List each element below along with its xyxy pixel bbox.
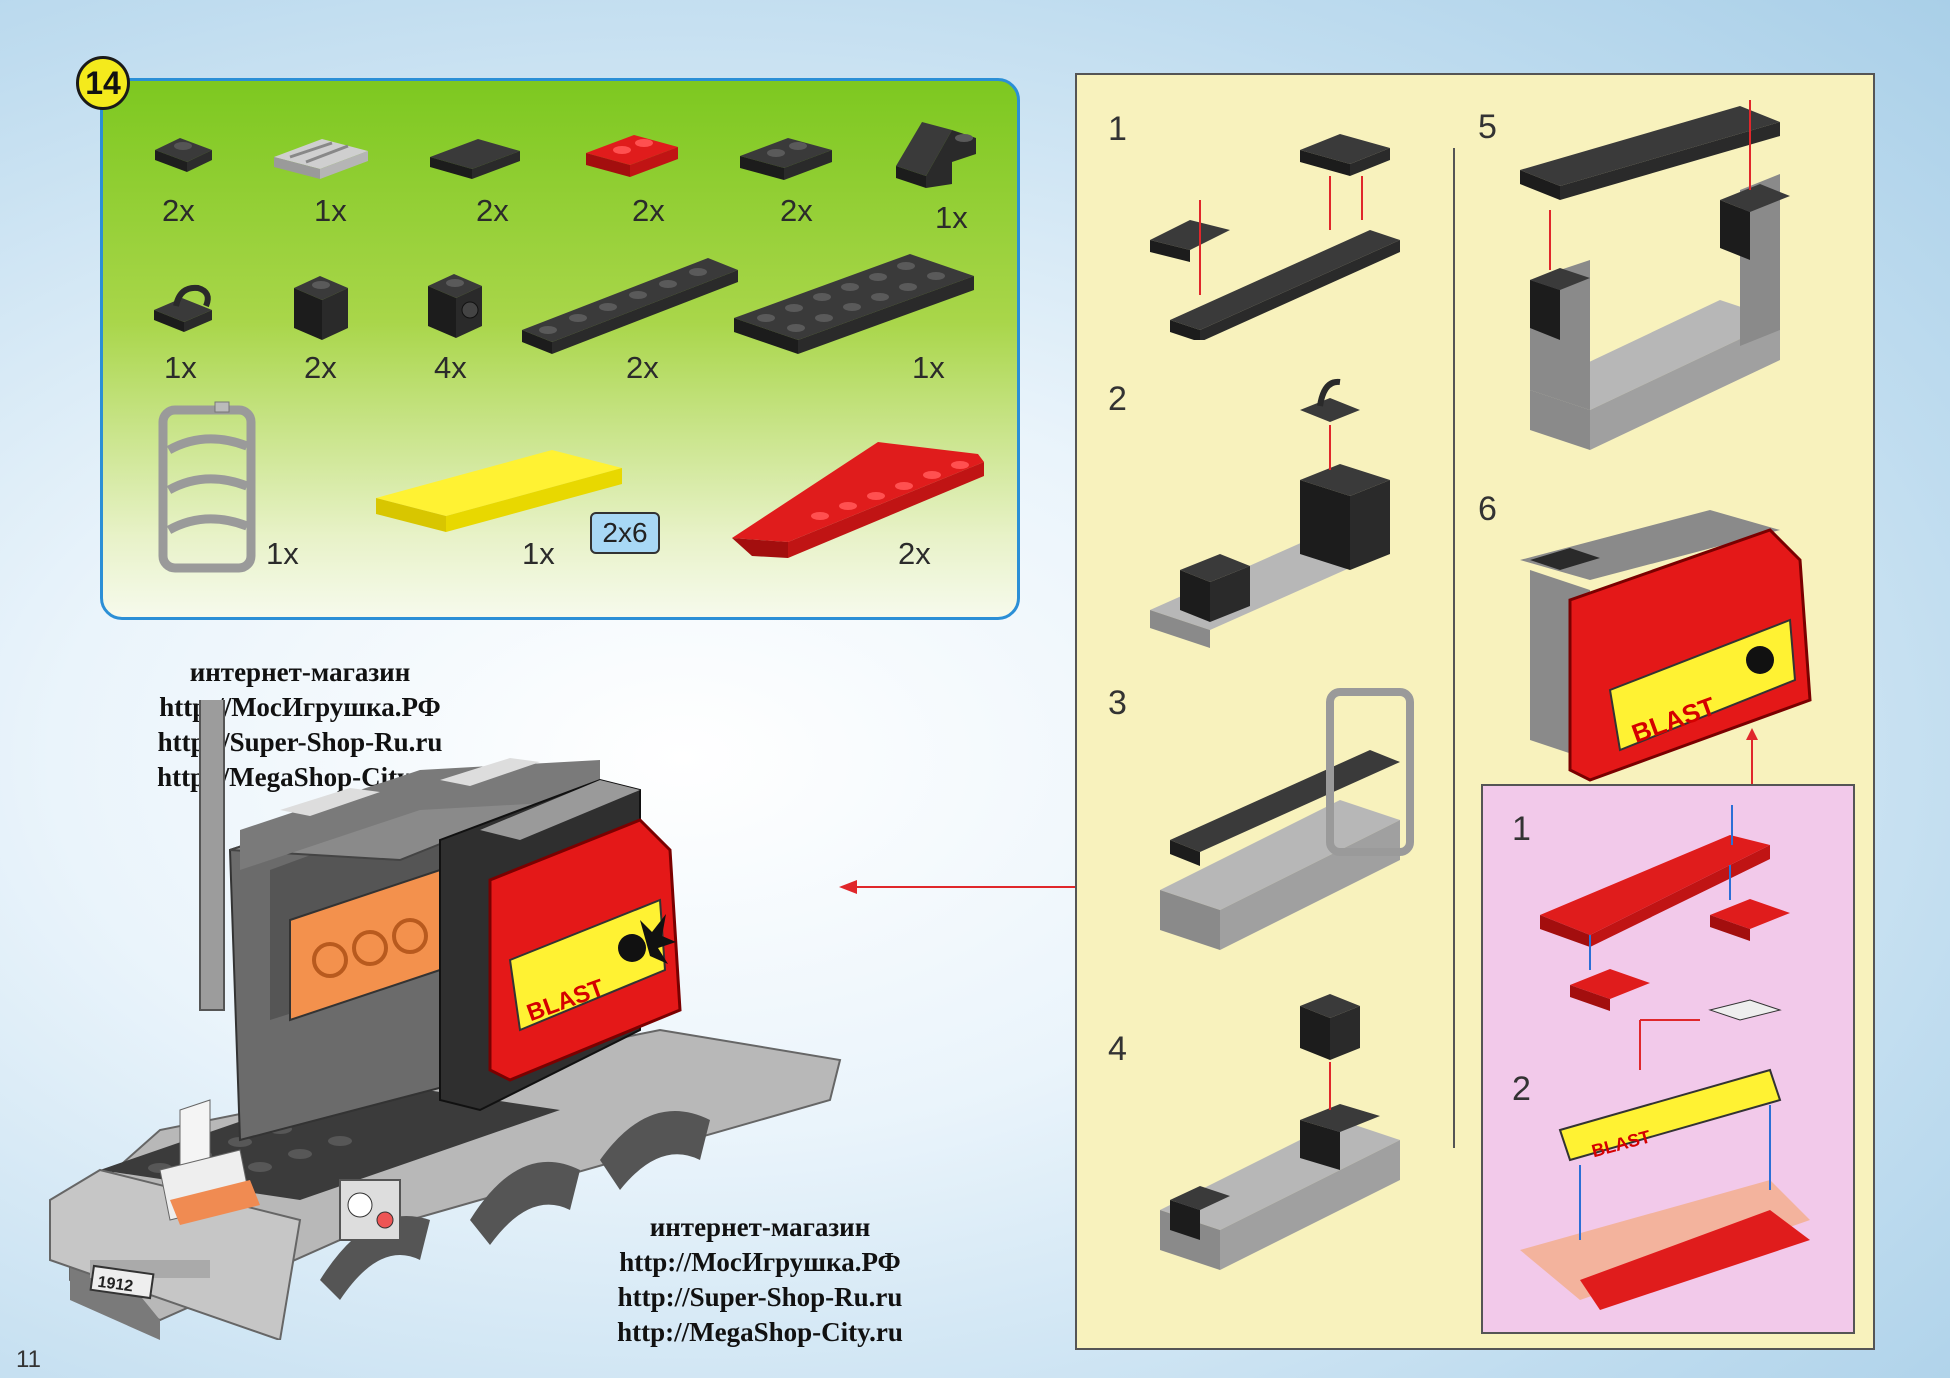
- size-callout: 2x6: [590, 512, 660, 554]
- yellow-2x6-tile-icon: [376, 450, 622, 532]
- black-clip-plate-icon: [154, 284, 212, 332]
- black-2x6-plate-icon: [734, 254, 974, 354]
- part-qty: 1x: [522, 536, 555, 571]
- part-qty: 1x: [912, 350, 945, 385]
- part-qty: 2x: [162, 193, 195, 228]
- build-step-6-diagram: BLAST: [1520, 510, 1812, 782]
- black-1x2-tile-icon: [430, 139, 520, 179]
- gray-ladder-icon: [158, 401, 256, 573]
- part-qty: 2x: [632, 193, 665, 228]
- sub-assembly-arrow: [1746, 728, 1758, 786]
- step-number-badge: 14: [76, 56, 130, 110]
- build-step-number: 4: [1108, 1030, 1127, 1068]
- black-1x1-brick-icon: [294, 276, 348, 340]
- build-step-number: 5: [1478, 108, 1497, 146]
- shop-link[interactable]: http://МосИгрушка.РФ: [619, 1247, 901, 1277]
- part-qty: 1x: [935, 200, 968, 235]
- part-qty: 2x: [626, 350, 659, 385]
- part-qty: 2x: [780, 193, 813, 228]
- sub-step-1-diagram: [1540, 805, 1790, 1011]
- black-slope-icon: [896, 122, 976, 188]
- pointer-arrow: [839, 880, 1075, 894]
- shop-heading: интернет-магазин: [189, 657, 411, 687]
- build-step-number: 1: [1108, 110, 1127, 148]
- sub-step-number: 2: [1512, 1070, 1531, 1108]
- sub-step-2-diagram: BLAST: [1520, 999, 1810, 1310]
- part-qty: 2x: [476, 193, 509, 228]
- black-1x2-plate-icon: [740, 138, 832, 180]
- build-step-2-diagram: [1150, 378, 1390, 648]
- truck-model-illustration: 1912 BLAST: [49, 700, 842, 1340]
- red-1x2-plate-icon: [586, 135, 678, 177]
- build-step-number: 2: [1108, 380, 1127, 418]
- part-qty: 4x: [434, 350, 467, 385]
- build-step-3-diagram: [1160, 688, 1414, 950]
- part-qty: 1x: [164, 350, 197, 385]
- shop-heading: интернет-магазин: [649, 1212, 871, 1242]
- build-step-4-diagram: [1160, 994, 1400, 1270]
- part-qty: 1x: [314, 193, 347, 228]
- build-step-1-diagram: [1150, 134, 1400, 340]
- build-step-5-diagram: [1520, 100, 1790, 450]
- shop-info-bottom: интернет-магазин http://МосИгрушка.РФ ht…: [580, 1210, 940, 1350]
- red-wedge-plate-icon: [732, 442, 984, 558]
- shop-link[interactable]: http://MegaShop-City.ru: [617, 1317, 903, 1347]
- column-divider: [1453, 148, 1455, 1148]
- black-1x1-brick-stud-icon: [428, 274, 482, 338]
- build-step-number: 3: [1108, 684, 1127, 722]
- shop-link[interactable]: http://Super-Shop-Ru.ru: [617, 1282, 903, 1312]
- black-1x1-plate-icon: [155, 138, 212, 172]
- sub-step-number: 1: [1512, 810, 1531, 848]
- gray-grille-tile-icon: [274, 139, 368, 179]
- part-qty: 2x: [304, 350, 337, 385]
- license-plate: 1912: [97, 1274, 135, 1296]
- build-step-number: 6: [1478, 490, 1497, 528]
- part-qty: 2x: [898, 536, 931, 571]
- part-qty: 1x: [266, 536, 299, 571]
- black-1x6-plate-icon: [522, 258, 738, 354]
- page-number: 11: [16, 1346, 41, 1373]
